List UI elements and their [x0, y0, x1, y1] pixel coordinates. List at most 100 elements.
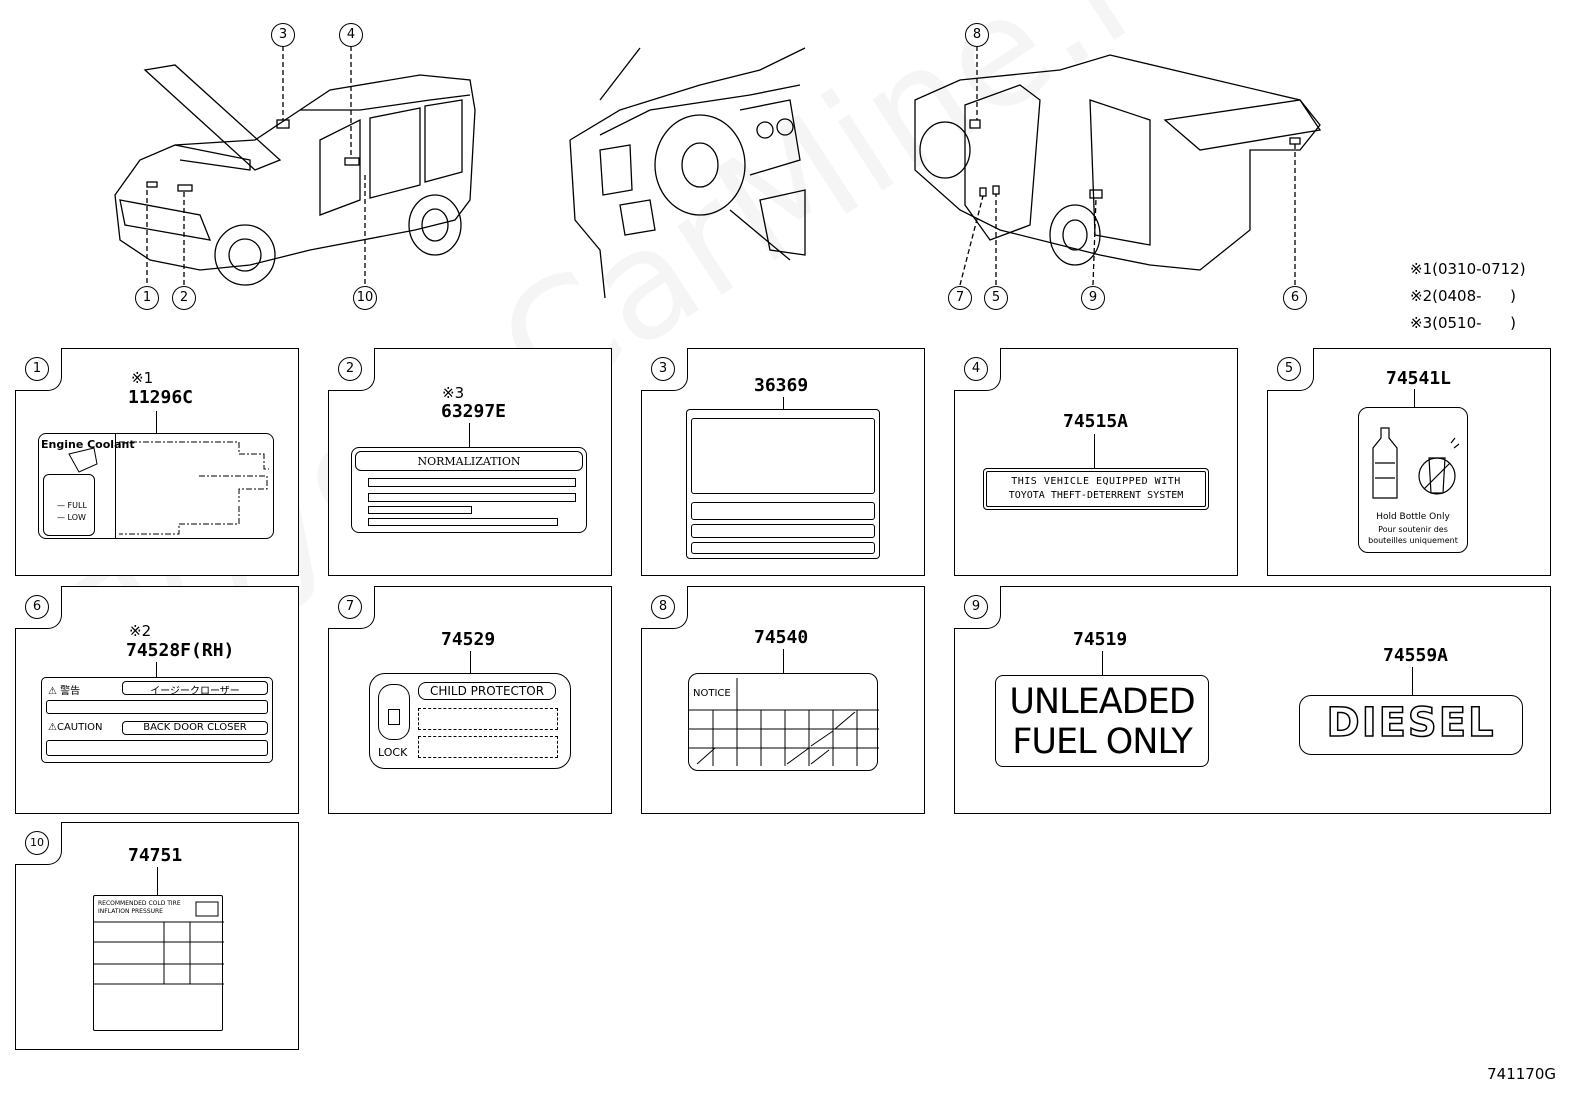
bottle-holder-icon — [1372, 427, 1460, 499]
panel-4-part-number: 74515A — [1063, 411, 1129, 432]
label-warning-jp-text: 警告 — [60, 686, 81, 697]
vehicle-illustrations — [114, 46, 1322, 299]
panel-8: 8 74540 NOTICE — [641, 586, 925, 814]
panel-5-leader — [1414, 389, 1415, 407]
label-divider — [115, 434, 117, 538]
callout-5: 5 — [984, 286, 1008, 310]
label-child-text-area — [418, 708, 558, 730]
panel-2-part-number: 63297E — [441, 401, 507, 422]
label-full: — FULL — [57, 501, 87, 510]
label-diesel: DIESEL — [1299, 695, 1523, 755]
label-back-door-closer: ⚠ 警告 イージークローザー ⚠CAUTION BACK DOOR CLOSER — [41, 677, 273, 763]
label-child-protector-title: CHILD PROTECTOR — [429, 684, 545, 698]
callout-8: 8 — [965, 23, 989, 47]
legend-note-3: ※3(0510- ) — [1410, 314, 1517, 332]
panel-10-part-number: 74751 — [128, 845, 183, 866]
callout-9: 9 — [1081, 286, 1105, 310]
panel-9-leader-b — [1412, 667, 1413, 695]
panel-8-leader — [783, 649, 784, 673]
label-tire-table — [94, 901, 224, 985]
label-theft-deterrent: THIS VEHICLE EQUIPPED WITH TOYOTA THEFT-… — [983, 468, 1209, 510]
label-theft-line1: THIS VEHICLE EQUIPPED WITH — [1011, 476, 1181, 487]
label-engine-coolant-title: Engine Coolant — [41, 438, 135, 451]
panel-3-part-number: 36369 — [754, 375, 809, 396]
panel-9-part-number-b: 74559A — [1383, 645, 1449, 666]
panel-1-number: 1 — [25, 357, 49, 381]
panel-2: 2 ※3 63297E NORMALIZATION — [328, 348, 612, 576]
label-tire-line2: INFLATION PRESSURE — [98, 908, 163, 915]
engine-coolant-outline — [68, 441, 269, 535]
label-tire-line1: RECOMMENDED COLD TIRE — [98, 900, 181, 907]
panel-4-leader — [1094, 434, 1095, 468]
panel-9-tab: 9 — [954, 586, 1001, 629]
label-hold-bottle-line2: Pour soutenir des — [1378, 525, 1448, 534]
label-closer-text: BACK DOOR CLOSER — [143, 722, 247, 733]
panel-9-number: 9 — [964, 595, 988, 619]
panel-7-part-number: 74529 — [441, 629, 496, 650]
callout-2: 2 — [172, 286, 196, 310]
label-emission-block — [691, 542, 875, 554]
panel-8-tab: 8 — [641, 586, 688, 629]
panel-6-note: ※2 — [129, 622, 152, 640]
label-normalization-line — [368, 518, 558, 526]
label-lock: LOCK — [378, 746, 408, 759]
label-hold-bottle-line1: Hold Bottle Only — [1376, 512, 1450, 522]
panel-10-tab: 10 — [15, 822, 62, 865]
panel-1-leader — [156, 411, 157, 433]
label-jp-box: イージークローザー — [122, 681, 268, 697]
label-child-text-area — [418, 736, 558, 758]
panel-1: 1 ※1 11296C Engine Coolant — FULL — LOW — [15, 348, 299, 576]
panel-6-number: 6 — [25, 595, 49, 619]
label-child-protector-header: CHILD PROTECTOR — [418, 682, 556, 700]
label-engine-coolant: Engine Coolant — FULL — LOW — [38, 433, 274, 539]
label-emission-block — [691, 524, 875, 538]
panel-3: 3 36369 — [641, 348, 925, 576]
panel-6: 6 ※2 74528F(RH) ⚠ 警告 イージークローザー ⚠CAUTION … — [15, 586, 299, 814]
callout-7: 7 — [948, 286, 972, 310]
panel-9-part-number-a: 74519 — [1073, 629, 1128, 650]
legend-note-2: ※2(0408- ) — [1410, 287, 1517, 305]
label-caution-text: CAUTION — [56, 722, 103, 733]
label-notice: NOTICE — [688, 673, 879, 771]
suv-rear-view — [914, 54, 1322, 271]
panel-7-leader — [470, 651, 471, 673]
panel-7-number: 7 — [338, 595, 362, 619]
panel-8-part-number: 74540 — [754, 627, 809, 648]
panel-4: 4 74515A THIS VEHICLE EQUIPPED WITH TOYO… — [954, 348, 1238, 576]
panel-5-number: 5 — [1277, 357, 1301, 381]
label-emission-info — [686, 409, 880, 559]
panel-2-leader — [469, 423, 470, 447]
label-notice-title: NOTICE — [693, 688, 731, 699]
child-lock-slider — [388, 709, 400, 725]
label-theft-deterrent-inner — [986, 471, 1206, 507]
label-unleaded-line2: FUEL ONLY — [1012, 722, 1192, 762]
label-unleaded-line1: UNLEADED — [1009, 682, 1195, 722]
panel-3-number: 3 — [651, 357, 675, 381]
legend-note-1: ※1(0310-0712) — [1410, 260, 1526, 278]
panel-2-number: 2 — [338, 357, 362, 381]
label-normalization: NORMALIZATION — [351, 447, 587, 533]
panel-2-note: ※3 — [442, 384, 465, 402]
label-normalization-line — [368, 493, 576, 502]
label-normalization-line — [368, 478, 576, 487]
callout-4: 4 — [339, 23, 363, 47]
callout-10: 10 — [353, 286, 377, 310]
label-emission-block — [691, 418, 875, 494]
label-normalization-header: NORMALIZATION — [355, 451, 583, 471]
label-hold-bottle: Hold Bottle Only Pour soutenir des boute… — [1358, 407, 1468, 553]
panel-8-number: 8 — [651, 595, 675, 619]
label-notice-grid — [689, 678, 879, 766]
panel-7-tab: 7 — [328, 586, 375, 629]
label-unleaded-fuel: UNLEADED FUEL ONLY — [995, 675, 1209, 767]
suv-front-view — [114, 64, 476, 286]
label-child-protector: CHILD PROTECTOR LOCK — [369, 673, 571, 769]
panel-6-leader — [156, 662, 157, 677]
panel-1-tab: 1 — [15, 348, 62, 391]
dashboard-view — [569, 47, 806, 299]
label-caution: ⚠CAUTION — [48, 722, 103, 733]
label-warning-jp: ⚠ 警告 — [48, 686, 81, 697]
panel-9: 9 74519 UNLEADED FUEL ONLY 74559A DIESEL — [954, 586, 1551, 814]
label-hold-bottle-line3: bouteilles uniquement — [1368, 536, 1458, 545]
callout-6: 6 — [1283, 286, 1307, 310]
panel-5-part-number: 74541L — [1386, 368, 1452, 389]
